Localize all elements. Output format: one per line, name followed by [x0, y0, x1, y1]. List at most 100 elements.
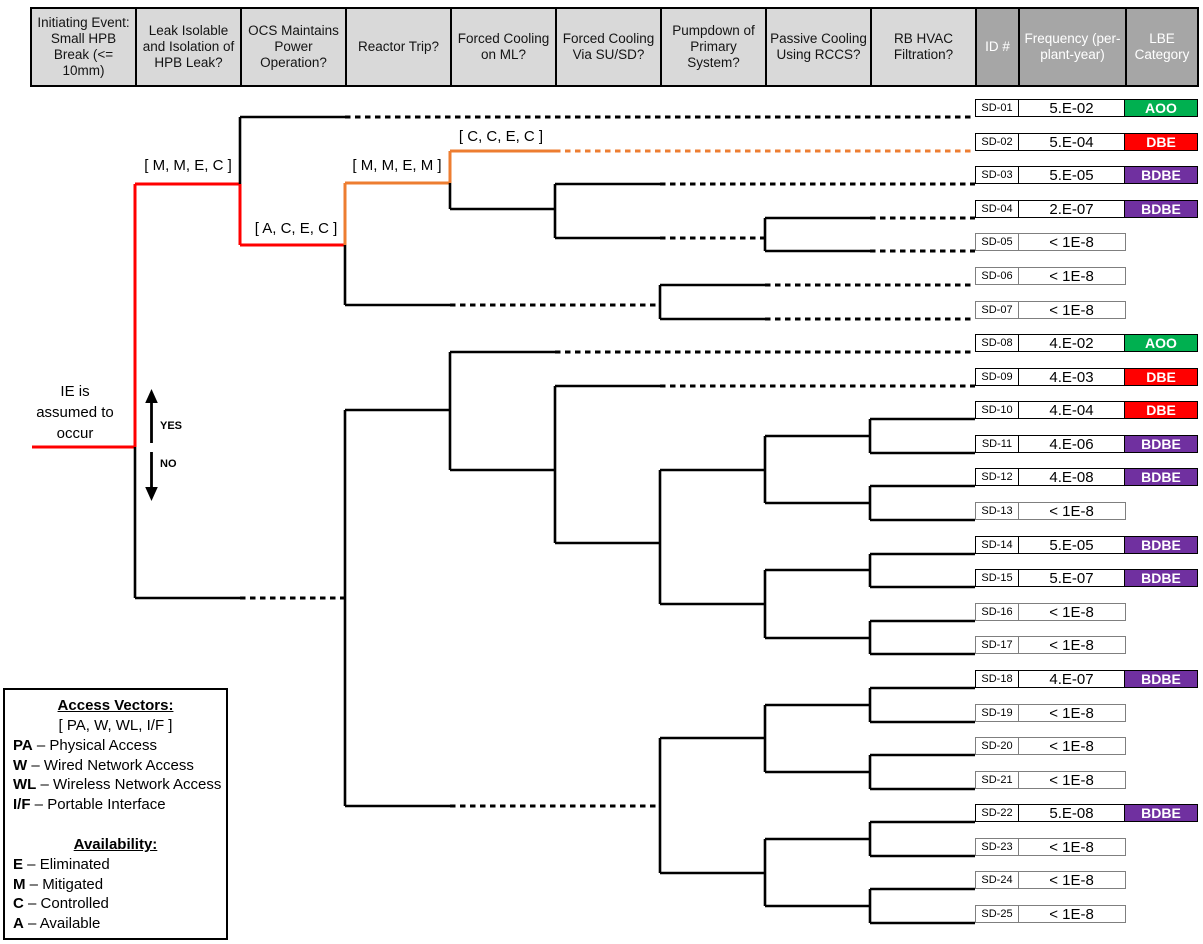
- column-header: LBE Category: [1125, 7, 1199, 87]
- row-frequency-box: < 1E-8: [1017, 737, 1126, 755]
- row-id-box: SD-02: [975, 133, 1019, 151]
- legend-item-key: I/F: [13, 795, 31, 813]
- yes-branch-label: YES: [160, 420, 183, 432]
- row-id-box: SD-21: [975, 771, 1019, 789]
- row-id-box: SD-17: [975, 636, 1019, 654]
- legend-item-key: M: [13, 875, 26, 893]
- column-header: Forced Cooling on ML?: [450, 7, 557, 87]
- row-id-box: SD-16: [975, 603, 1019, 621]
- row-frequency-box: 2.E-07: [1017, 200, 1126, 218]
- legend-item-label: Wired Network Access: [43, 756, 194, 774]
- legend-item-key: PA: [13, 737, 33, 754]
- column-header: Leak Isolable and Isolation of HPB Leak?: [135, 7, 242, 87]
- initiating-event-note: IE is assumed to occur: [36, 383, 114, 442]
- legend-box: Access Vectors: [ PA, W, WL, I/F ] PA – …: [3, 688, 228, 940]
- column-header: Passive Cooling Using RCCS?: [765, 7, 872, 87]
- row-id-box: SD-06: [975, 267, 1019, 285]
- legend-item-label: Wireless Network Access: [53, 776, 222, 793]
- legend-item: WL – Wireless Network Access: [13, 776, 222, 793]
- row-frequency-box: 4.E-07: [1017, 670, 1126, 688]
- lbe-category-badge: BDBE: [1124, 569, 1198, 587]
- branch-access-vector-label: [ M, M, E, M ]: [352, 157, 442, 174]
- row-frequency-box: 5.E-04: [1017, 133, 1126, 151]
- legend-access-items: PA – Physical Access W – Wired Network Ac…: [5, 736, 226, 814]
- lbe-category-badge: DBE: [1124, 368, 1198, 386]
- legend-item-label: Controlled: [40, 895, 109, 912]
- row-id-box: SD-15: [975, 569, 1019, 587]
- row-id-box: SD-07: [975, 301, 1019, 319]
- row-id-box: SD-18: [975, 670, 1019, 688]
- row-id-box: SD-25: [975, 905, 1019, 923]
- lbe-category-badge: BDBE: [1124, 670, 1198, 688]
- row-id-box: SD-24: [975, 871, 1019, 889]
- row-frequency-box: 5.E-07: [1017, 569, 1126, 587]
- lbe-category-badge: BDBE: [1124, 200, 1198, 218]
- legend-item-key: A: [13, 914, 24, 932]
- branch-access-vector-label: [ M, M, E, C ]: [144, 157, 232, 174]
- row-id-box: SD-20: [975, 737, 1019, 755]
- legend-item-key: WL: [13, 776, 37, 793]
- lbe-category-badge: BDBE: [1124, 804, 1198, 822]
- row-frequency-box: < 1E-8: [1017, 704, 1126, 722]
- column-header: Initiating Event: Small HPB Break (<= 10…: [30, 7, 137, 87]
- column-header: OCS Maintains Power Operation?: [240, 7, 347, 87]
- row-frequency-box: 4.E-02: [1017, 334, 1126, 352]
- lbe-category-badge: BDBE: [1124, 468, 1198, 486]
- row-frequency-box: 4.E-03: [1017, 368, 1126, 386]
- legend-item: I/F – Portable Interface: [13, 795, 166, 813]
- column-header: Forced Cooling Via SU/SD?: [555, 7, 662, 87]
- row-frequency-box: < 1E-8: [1017, 603, 1126, 621]
- lbe-category-badge: AOO: [1124, 334, 1198, 352]
- row-id-box: SD-11: [975, 435, 1019, 453]
- arrowhead-icon: [145, 487, 158, 501]
- row-id-box: SD-08: [975, 334, 1019, 352]
- row-id-box: SD-23: [975, 838, 1019, 856]
- legend-item-label: Portable Interface: [47, 795, 166, 813]
- row-frequency-box: < 1E-8: [1017, 838, 1126, 856]
- no-branch-label: NO: [160, 458, 177, 470]
- row-id-box: SD-03: [975, 166, 1019, 184]
- row-frequency-box: 4.E-06: [1017, 435, 1126, 453]
- row-id-box: SD-13: [975, 502, 1019, 520]
- row-frequency-box: < 1E-8: [1017, 871, 1126, 889]
- row-frequency-box: 5.E-08: [1017, 804, 1126, 822]
- row-frequency-box: < 1E-8: [1017, 771, 1126, 789]
- legend-item: A – Available: [13, 914, 101, 932]
- column-header: ID #: [975, 7, 1020, 87]
- legend-item: C – Controlled: [13, 895, 109, 912]
- legend-item-key: C: [13, 895, 24, 912]
- row-frequency-box: 4.E-04: [1017, 401, 1126, 419]
- legend-item-key: W: [13, 756, 28, 774]
- arrowhead-icon: [145, 389, 158, 403]
- branch-access-vector-label: [ C, C, E, C ]: [458, 128, 544, 145]
- legend-item-label: Available: [39, 914, 101, 932]
- column-header: RB HVAC Filtration?: [870, 7, 977, 87]
- row-frequency-box: < 1E-8: [1017, 905, 1126, 923]
- column-header: Frequency (per-plant-year): [1018, 7, 1127, 87]
- legend-access-title: Access Vectors:: [57, 697, 174, 714]
- row-frequency-box: 5.E-05: [1017, 166, 1126, 184]
- lbe-category-badge: BDBE: [1124, 435, 1198, 453]
- column-header: Reactor Trip?: [345, 7, 452, 87]
- lbe-category-badge: BDBE: [1124, 166, 1198, 184]
- legend-item: PA – Physical Access: [13, 737, 157, 754]
- lbe-category-badge: AOO: [1124, 99, 1198, 117]
- legend-item-label: Mitigated: [42, 875, 104, 893]
- legend-spacer: [5, 814, 226, 835]
- legend-availability-title: Availability:: [73, 836, 158, 853]
- row-id-box: SD-01: [975, 99, 1019, 117]
- row-id-box: SD-19: [975, 704, 1019, 722]
- legend-item: W – Wired Network Access: [13, 756, 194, 774]
- row-frequency-box: 5.E-02: [1017, 99, 1126, 117]
- row-id-box: SD-12: [975, 468, 1019, 486]
- row-id-box: SD-09: [975, 368, 1019, 386]
- row-frequency-box: < 1E-8: [1017, 301, 1126, 319]
- legend-item: E – Eliminated: [13, 856, 110, 873]
- legend-item-key: E: [13, 856, 24, 873]
- lbe-category-badge: DBE: [1124, 401, 1198, 419]
- branch-access-vector-label: [ A, C, E, C ]: [254, 220, 338, 237]
- row-frequency-box: < 1E-8: [1017, 233, 1126, 251]
- row-id-box: SD-14: [975, 536, 1019, 554]
